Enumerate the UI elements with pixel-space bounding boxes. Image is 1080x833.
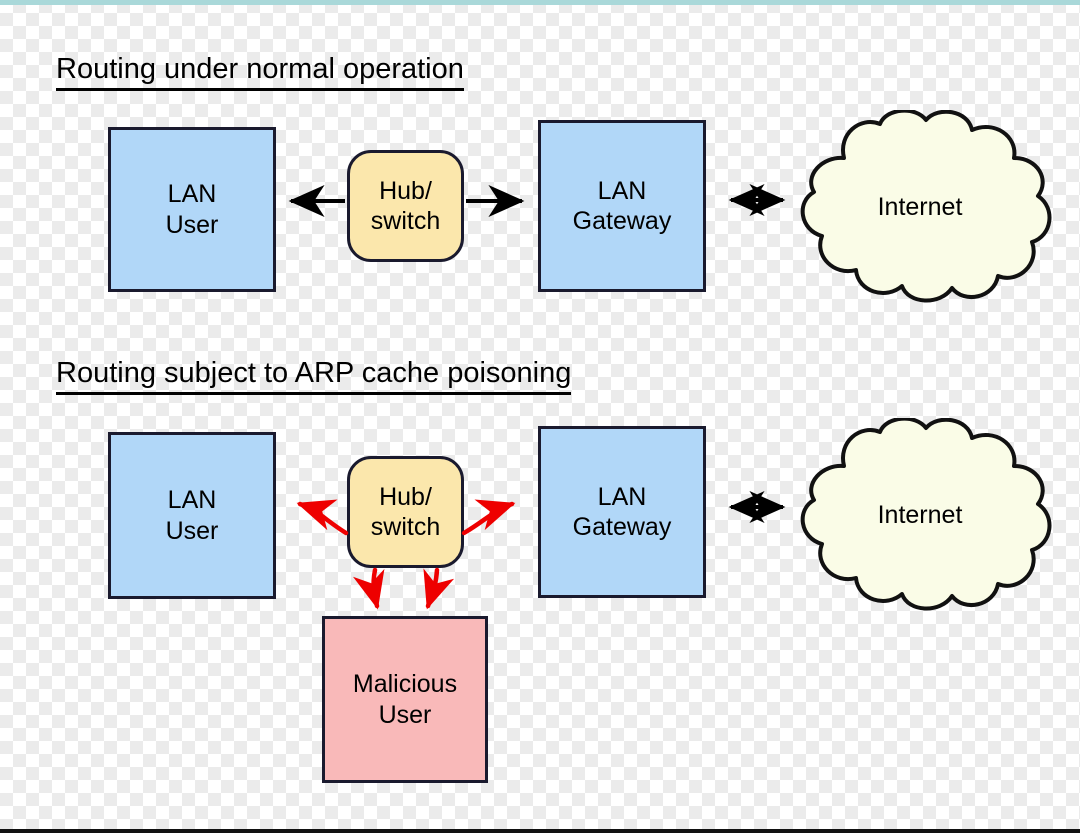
node-label: Internet [782, 110, 1058, 304]
node-lan-gateway-poisoned[interactable]: LAN Gateway [538, 426, 706, 598]
node-label-line2: switch [370, 513, 441, 541]
node-label-line1: LAN [597, 176, 647, 205]
section-title-arp-poisoning: Routing subject to ARP cache poisoning [56, 359, 572, 395]
node-label-line1: Internet [877, 500, 963, 529]
node-internet-cloud-normal[interactable]: Internet [782, 108, 1058, 304]
node-label-line2: Gateway [572, 513, 672, 541]
node-hub-switch-normal[interactable]: Hub/ switch [347, 150, 464, 262]
node-label-line1: Malicious [352, 670, 458, 698]
node-label-line2: switch [370, 207, 441, 235]
node-label: LAN Gateway [573, 482, 672, 543]
node-label-line1: LAN [597, 482, 647, 511]
node-internet-cloud-poisoned[interactable]: Internet [782, 416, 1058, 612]
node-label-line1: LAN [167, 486, 217, 514]
arrow-hub-to-lan-gateway-poisoned [461, 499, 516, 536]
node-label: Malicious User [353, 669, 457, 730]
node-label-line2: User [165, 210, 219, 239]
node-lan-gateway-normal[interactable]: LAN Gateway [538, 120, 706, 292]
bottom-rule [0, 829, 1080, 833]
cloud-icon [800, 108, 1052, 303]
node-lan-user-poisoned[interactable]: LAN User [108, 432, 276, 599]
cloud-icon [800, 416, 1052, 611]
node-lan-user-normal[interactable]: LAN User [108, 127, 276, 292]
arrow-hub-to-lan-user-poisoned [296, 499, 349, 536]
node-label: Internet [782, 418, 1058, 612]
node-label-line2: Gateway [572, 207, 672, 235]
node-label: Hub/ switch [371, 176, 440, 237]
node-label: LAN Gateway [573, 176, 672, 237]
node-label-line2: User [165, 516, 219, 545]
node-label-line1: LAN [167, 180, 217, 208]
node-label-line2: User [378, 700, 432, 729]
node-label-line1: Hub/ [379, 482, 432, 511]
arrow-hub-to-malicious-user-left [352, 567, 385, 610]
top-accent-strip [0, 0, 1080, 5]
node-label-line1: Hub/ [379, 176, 432, 205]
node-label: LAN User [166, 179, 219, 240]
node-malicious-user[interactable]: Malicious User [322, 616, 488, 783]
section-title-normal-operation: Routing under normal operation [56, 55, 464, 91]
node-label-line1: Internet [877, 192, 963, 221]
arrow-hub-to-malicious-user-right [423, 567, 455, 610]
node-hub-switch-poisoned[interactable]: Hub/ switch [347, 456, 464, 568]
node-label: LAN User [166, 485, 219, 546]
node-label: Hub/ switch [371, 482, 440, 543]
